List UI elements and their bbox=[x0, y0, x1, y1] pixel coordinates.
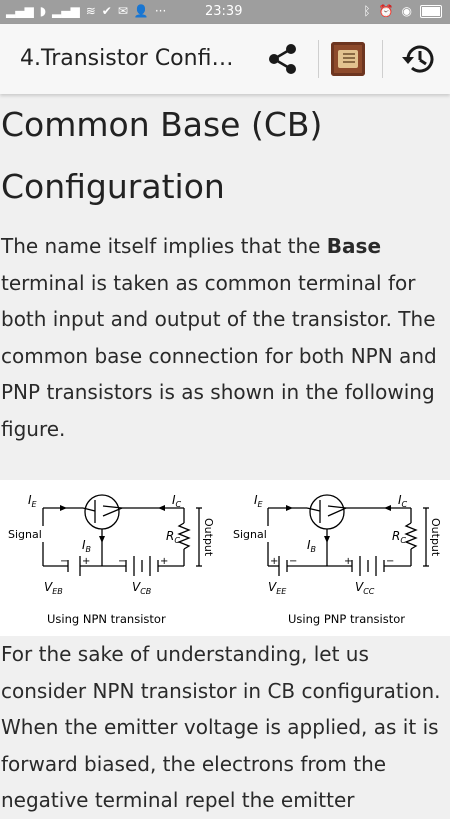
article-heading: Common Base (CB) Configuration bbox=[0, 94, 450, 218]
npn-vcb-label: VCB bbox=[132, 580, 151, 596]
share-icon bbox=[269, 44, 296, 74]
circuit-diagrams: IE IC IB Signal RC Output − + − + VEB VC… bbox=[8, 493, 442, 626]
pnp-vee-polarity: − bbox=[289, 556, 297, 567]
notes-book-icon bbox=[331, 42, 365, 76]
person-add-icon: 👤 bbox=[133, 4, 149, 18]
pnp-rc-label: RC bbox=[392, 529, 406, 545]
npn-arrows bbox=[60, 505, 165, 543]
pnp-signal-label: Signal bbox=[233, 528, 267, 541]
more-icon: ··· bbox=[154, 4, 167, 18]
heading-line-1: Common Base (CB) bbox=[1, 105, 323, 144]
pnp-vcc-label: VCC bbox=[355, 580, 375, 596]
history-icon bbox=[402, 45, 434, 73]
notes-button[interactable] bbox=[322, 33, 374, 85]
npn-rc-label: RC bbox=[166, 529, 180, 545]
npn-circuit bbox=[42, 494, 202, 576]
toolbar-divider bbox=[318, 40, 319, 78]
bluetooth-icon: ᛒ bbox=[363, 4, 371, 18]
pnp-vcc-polarity: − bbox=[386, 556, 394, 567]
npn-veb-polarity: − bbox=[60, 556, 68, 567]
mail-icon: ✉ bbox=[117, 4, 128, 18]
check-icon: ✔ bbox=[101, 4, 112, 18]
pnp-vee-label: VEE bbox=[268, 580, 287, 596]
npn-veb-label: VEB bbox=[44, 580, 63, 596]
eye-icon: ◉ bbox=[401, 4, 412, 18]
app-bar: 4.Transistor Confi… bbox=[0, 24, 450, 94]
npn-vcb-polarity: − bbox=[118, 556, 126, 567]
cb-configuration-figure: IE IC IB Signal RC Output − + − + VEB VC… bbox=[0, 480, 450, 636]
status-bar: ▂▄▆ ◗ ▂▄▆ ≋ ✔ ✉ 👤 ··· 23:39 ᛒ ⏰ ◉ bbox=[0, 0, 450, 24]
wifi-icon: ≋ bbox=[85, 4, 96, 18]
pnp-vee-polarity: + bbox=[270, 556, 278, 567]
intro-text-end: terminal is taken as common terminal for… bbox=[1, 270, 437, 441]
signal-icon: ▂▄▆ bbox=[6, 4, 34, 18]
heading-line-2: Configuration bbox=[1, 167, 225, 206]
signal-icon: ▂▄▆ bbox=[52, 4, 80, 18]
intro-bold-term: Base bbox=[326, 234, 382, 258]
page-title: 4.Transistor Confi… bbox=[20, 46, 234, 71]
pnp-ic-label: IC bbox=[398, 493, 408, 509]
npn-caption: Using NPN transistor bbox=[47, 612, 166, 626]
toolbar-divider bbox=[382, 40, 383, 78]
pnp-output-label: Output bbox=[429, 518, 442, 557]
npn-signal-label: Signal bbox=[8, 528, 42, 541]
explanation-paragraph: For the sake of understanding, let us co… bbox=[1, 642, 441, 812]
npn-ib-label: IB bbox=[82, 538, 91, 554]
history-button[interactable] bbox=[393, 33, 445, 85]
npn-veb-polarity: + bbox=[82, 556, 90, 567]
pnp-caption: Using PNP transistor bbox=[288, 612, 405, 626]
status-right-icons: ᛒ ⏰ ◉ bbox=[363, 3, 442, 19]
pnp-arrows bbox=[286, 505, 391, 543]
pnp-ib-label: IB bbox=[307, 538, 316, 554]
alarm-icon: ⏰ bbox=[378, 4, 394, 18]
intro-text-start: The name itself implies that the bbox=[1, 234, 327, 258]
article-content: Common Base (CB) Configuration The name … bbox=[0, 94, 450, 819]
npn-ie-label: IE bbox=[28, 493, 38, 509]
pnp-circuit bbox=[267, 494, 429, 576]
notification-icon: ◗ bbox=[39, 4, 47, 18]
share-button[interactable] bbox=[257, 33, 309, 85]
status-left-icons: ▂▄▆ ◗ ▂▄▆ ≋ ✔ ✉ 👤 ··· bbox=[6, 3, 166, 19]
status-time: 23:39 bbox=[205, 4, 243, 19]
npn-ic-label: IC bbox=[172, 493, 182, 509]
pnp-ie-label: IE bbox=[254, 493, 264, 509]
intro-paragraph: The name itself implies that the Base te… bbox=[0, 228, 450, 447]
battery-icon bbox=[420, 4, 442, 18]
npn-output-label: Output bbox=[202, 518, 215, 557]
npn-vcb-polarity: + bbox=[160, 556, 168, 567]
pnp-vcc-polarity: + bbox=[344, 556, 352, 567]
